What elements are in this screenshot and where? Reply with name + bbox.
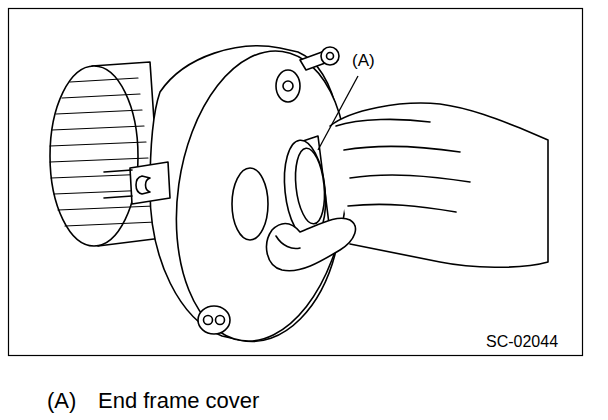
legend-key: (A) [47,390,76,412]
leader-line [318,76,358,150]
figure-code: SC-02044 [486,334,558,350]
callout-label: (A) [352,52,375,69]
legend-text: End frame cover [98,390,259,412]
figure-frame [9,9,583,356]
